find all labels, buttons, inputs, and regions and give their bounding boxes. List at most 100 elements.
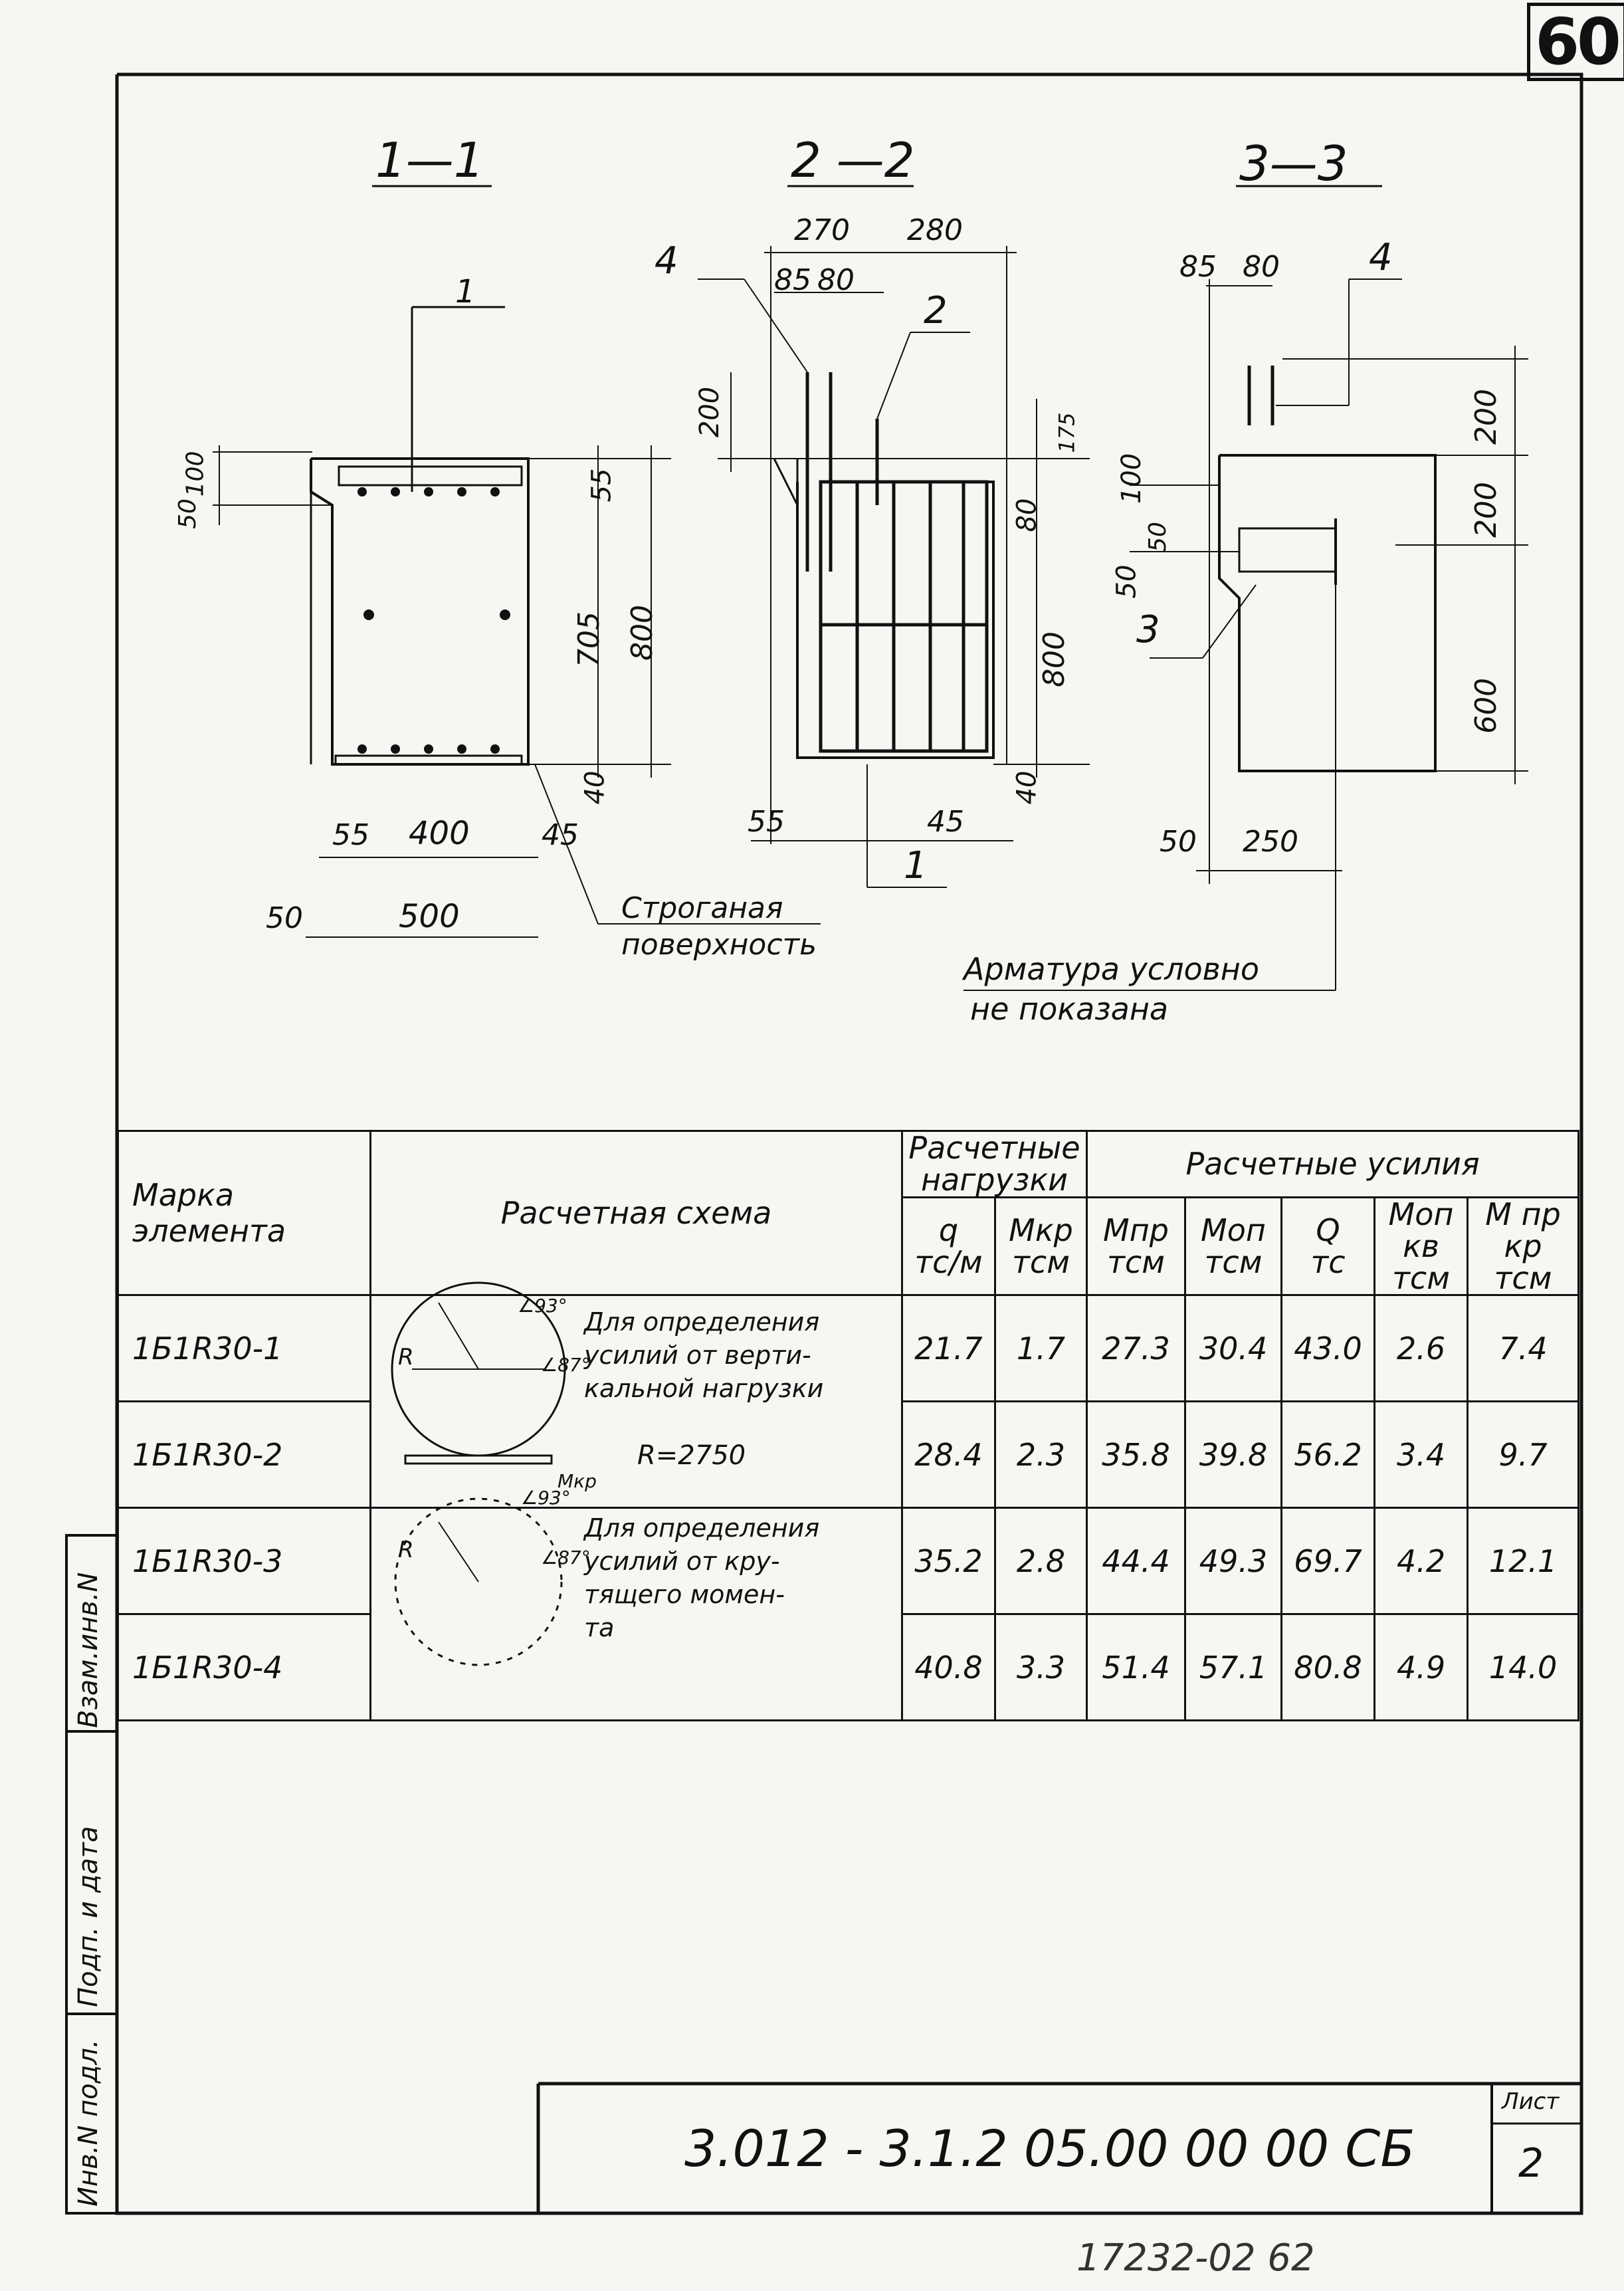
scheme2-angle87: ∠87°: [541, 1547, 591, 1569]
dim-175: 175: [1054, 412, 1080, 453]
dim-200b: 200: [1469, 482, 1503, 538]
header-scheme: Расчетная схема: [369, 1129, 903, 1297]
section-2-2-title: 2 —2: [791, 132, 915, 188]
cell-qforce: 56.2: [1280, 1400, 1376, 1509]
cell-q: 28.4: [901, 1400, 996, 1509]
cell-mop: 57.1: [1184, 1613, 1283, 1722]
row-mark: 1Б1R30-3: [117, 1507, 371, 1616]
dim-b500: 500: [399, 898, 460, 935]
section-2-2-callout-2: 2: [924, 289, 948, 332]
cell-mprkr: 9.7: [1467, 1400, 1580, 1509]
scheme1-line1: Для определения: [584, 1307, 820, 1337]
dim-85: 85: [774, 263, 811, 297]
cell-mop: 30.4: [1184, 1294, 1283, 1403]
cell-q: 40.8: [901, 1613, 996, 1722]
section-3-3-callout-3: 3: [1136, 608, 1160, 651]
dim-800b: 800: [1037, 631, 1071, 687]
dim-50: 50: [173, 498, 201, 529]
cell-mprkr: 14.0: [1467, 1613, 1580, 1722]
cell-mopkv: 2.6: [1373, 1294, 1469, 1403]
row-mark: 1Б1R30-1: [117, 1294, 371, 1403]
header-loads: Расчетные нагрузки: [900, 1130, 1088, 1198]
stamp-signature-date: Подп. и дата: [73, 1826, 104, 2007]
planed-surface-note-2: поверхность: [621, 928, 817, 962]
cell-q: 35.2: [901, 1507, 996, 1616]
section-2-2-callout-4: 4: [655, 239, 678, 282]
stamp-replacement-inv: Взам.инв.N: [73, 1572, 104, 1728]
dim-b50: 50: [266, 901, 303, 935]
table-row: 1Б1R30-2 28.4 2.3 35.8 39.8 56.2 3.4 9.7: [117, 1400, 1580, 1509]
dim-705: 705: [571, 611, 606, 667]
cell-qforce: 80.8: [1280, 1613, 1376, 1722]
drawing-code: 3.012 - 3.1.2 05.00 00 00 СБ: [684, 2119, 1415, 2178]
scheme1-angle93: ∠93°: [518, 1295, 567, 1317]
section-3-3-callout-4: 4: [1369, 236, 1393, 279]
cell-mkr: 3.3: [993, 1613, 1088, 1722]
cell-mkr: 2.3: [993, 1400, 1088, 1509]
element-table: Марка элемента Расчетная схема Расчетные…: [117, 1129, 1580, 1722]
scheme2-angle93: ∠93°: [521, 1487, 571, 1509]
row-mark: 1Б1R30-4: [117, 1613, 371, 1722]
scheme1-r: R: [398, 1344, 414, 1371]
dim-600: 600: [1469, 678, 1503, 734]
dim-b50-3: 50: [1160, 825, 1197, 859]
sheet-label: Лист: [1502, 2088, 1560, 2115]
header-col-mop: Моп тсм: [1184, 1196, 1283, 1297]
cell-mpr: 35.8: [1086, 1400, 1187, 1509]
dim-85-3: 85: [1179, 250, 1217, 284]
cell-qforce: 69.7: [1280, 1507, 1376, 1616]
cell-q: 21.7: [901, 1294, 996, 1403]
dim-b55: 55: [332, 818, 369, 852]
table-row: 1Б1R30-4 40.8 3.3 51.4 57.1 80.8 4.9 14.…: [117, 1613, 1580, 1722]
dim-55: 55: [586, 468, 617, 502]
scheme2-line1: Для определения: [584, 1513, 820, 1543]
scheme1-angle87: ∠87°: [541, 1354, 591, 1376]
stamp-original-inv: Инв.N подл.: [73, 2039, 104, 2207]
cell-mpr: 44.4: [1086, 1507, 1187, 1616]
header-col-mkr: Мкр тсм: [993, 1196, 1088, 1297]
scheme-torsion: ∠93° ∠87° R Мкр Для определения усилий о…: [369, 1472, 903, 1722]
dim-b45-2: 45: [927, 805, 964, 839]
scheme1-line3: кальной нагрузки: [584, 1374, 824, 1404]
scheme-vertical: ∠93° ∠87° R Для определения усилий от ве…: [369, 1294, 903, 1509]
table-row: 1Б1R30-3 ∠93° ∠87° R Мкр Для определения…: [117, 1472, 1580, 1722]
dim-b55-2: 55: [748, 805, 785, 839]
header-col-mpr-kr: М пр кр тсм: [1467, 1196, 1580, 1297]
scheme2-line4: та: [584, 1613, 615, 1643]
dim-280: 280: [907, 213, 963, 247]
cell-mopkv: 4.9: [1373, 1613, 1469, 1722]
cell-mkr: 2.8: [993, 1507, 1088, 1616]
scheme2-mkp: Мкр: [558, 1470, 597, 1493]
header-col-q: q тс/м: [901, 1196, 996, 1297]
scheme1-line2: усилий от верти-: [584, 1341, 811, 1370]
dim-800: 800: [625, 605, 659, 661]
dim-50b-3: 50: [1111, 564, 1142, 599]
dim-200a: 200: [1469, 389, 1503, 445]
cell-mkr: 1.7: [993, 1294, 1088, 1403]
section-1-1-title: 1—1: [375, 132, 484, 188]
header-col-mop-kv: Моп кв тсм: [1373, 1196, 1469, 1297]
scheme2-line3: тящего момен-: [584, 1580, 785, 1610]
cell-qforce: 43.0: [1280, 1294, 1376, 1403]
dim-50a-3: 50: [1144, 522, 1171, 552]
section-1-1-callout: 1: [455, 273, 476, 310]
section-3-3-title: 3—3: [1239, 136, 1348, 191]
cell-mpr: 51.4: [1086, 1613, 1187, 1722]
section-2-2-callout-1: 1: [904, 844, 928, 887]
header-forces: Расчетные усилия: [1086, 1130, 1580, 1198]
sheet-page-number: 2: [1518, 2140, 1544, 2187]
scheme1-radius: R=2750: [637, 1440, 746, 1472]
cell-mopkv: 3.4: [1373, 1400, 1469, 1509]
sheet-number: 60: [1527, 3, 1624, 81]
cell-mprkr: 7.4: [1467, 1294, 1580, 1403]
header-mark: Марка элемента: [117, 1129, 371, 1297]
dim-80b: 80: [1011, 498, 1043, 532]
dim-80-3: 80: [1243, 250, 1280, 284]
dim-270: 270: [794, 213, 850, 247]
cell-mprkr: 12.1: [1467, 1507, 1580, 1616]
cell-mopkv: 4.2: [1373, 1507, 1469, 1616]
dim-b45: 45: [542, 818, 579, 852]
row-mark: 1Б1R30-2: [117, 1400, 371, 1509]
footer-number: 17232-02 62: [1076, 2236, 1315, 2280]
dim-40b: 40: [1011, 770, 1043, 805]
